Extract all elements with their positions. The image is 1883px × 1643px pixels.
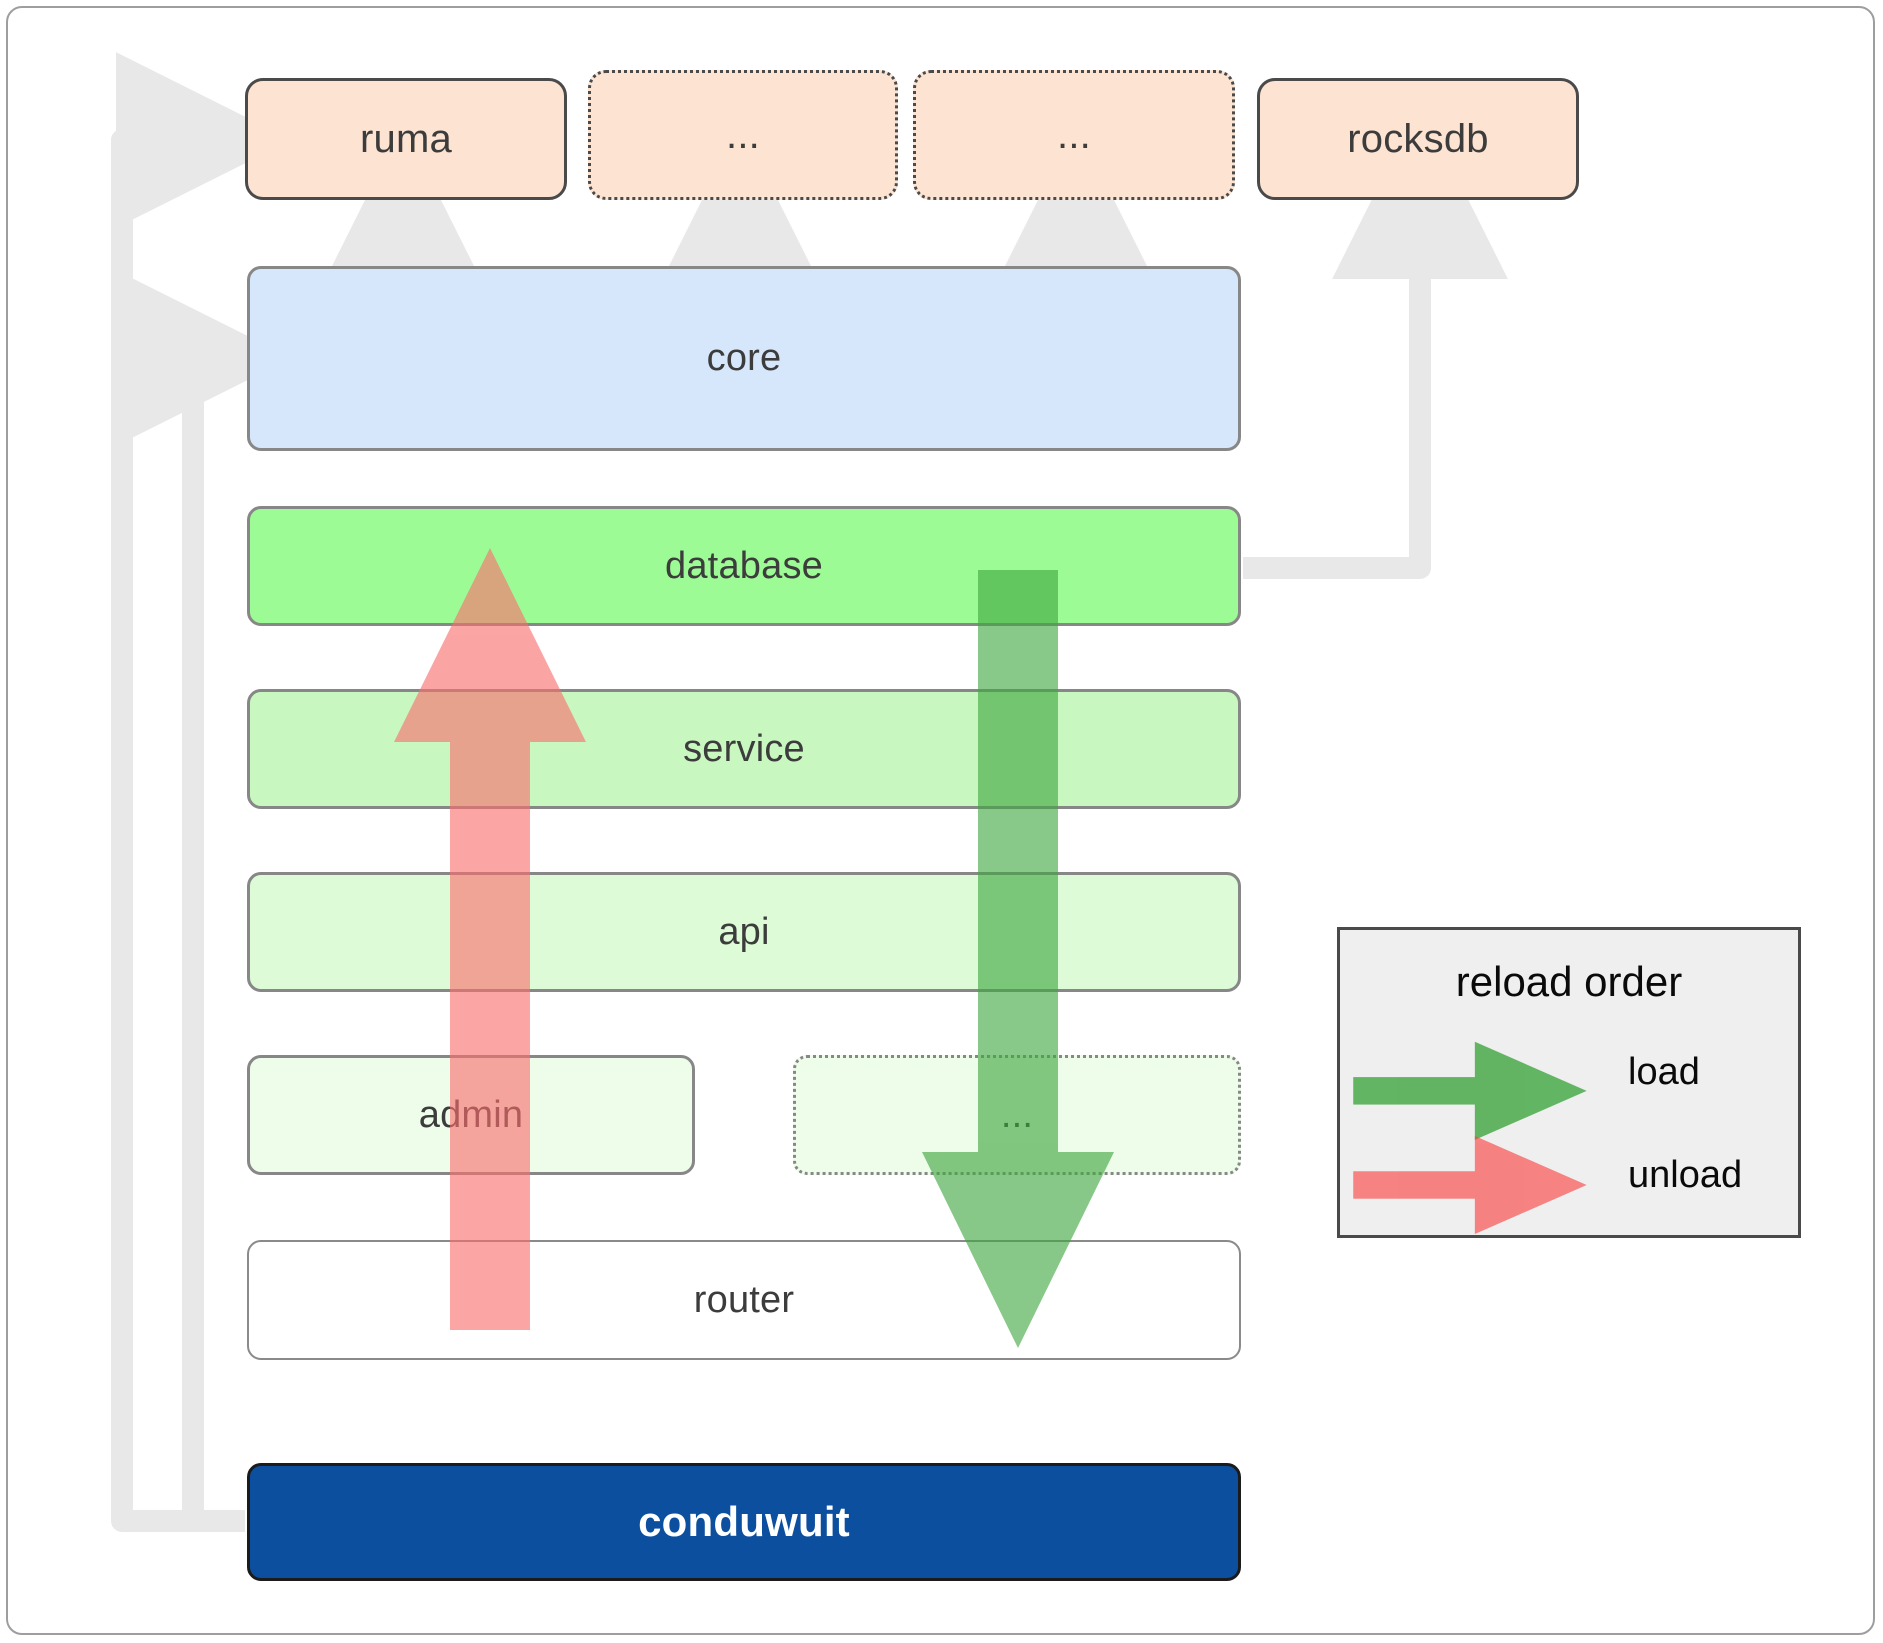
stack-node-database[interactable]: database xyxy=(247,506,1241,626)
dep-node-ruma[interactable]: ruma xyxy=(245,78,567,200)
legend-label-load: load xyxy=(1628,1051,1700,1093)
stack-node-ellipsis-label: ... xyxy=(1000,1093,1034,1136)
stack-node-api-label: api xyxy=(718,910,770,953)
stack-node-admin-label: admin xyxy=(418,1093,524,1136)
legend-row-load: load xyxy=(1340,1045,1798,1125)
stack-node-ellipsis[interactable]: ... xyxy=(793,1055,1241,1175)
dep-node-rocksdb[interactable]: rocksdb xyxy=(1257,78,1579,200)
stack-node-service[interactable]: service xyxy=(247,689,1241,809)
legend-load-arrow xyxy=(1353,1041,1587,1140)
stack-node-core-label: core xyxy=(706,337,782,379)
dep-node-ruma-label: ruma xyxy=(360,116,452,161)
legend-title: reload order xyxy=(1455,958,1683,1005)
dep-node-rocksdb-label: rocksdb xyxy=(1347,116,1489,161)
stack-node-router[interactable]: router xyxy=(247,1240,1241,1360)
application-node-conduwuit-label: conduwuit xyxy=(638,1498,850,1545)
dep-node-ellipsis-2-label: ... xyxy=(1057,112,1091,157)
dep-node-ellipsis-1-label: ... xyxy=(726,112,760,157)
diagram-frame xyxy=(6,6,1875,1635)
stack-node-api[interactable]: api xyxy=(247,872,1241,992)
dep-node-ellipsis-1[interactable]: ... xyxy=(588,70,898,200)
stack-node-service-label: service xyxy=(683,727,805,770)
legend-panel: reload order load unload xyxy=(1337,927,1801,1238)
legend-row-unload: unload xyxy=(1340,1148,1798,1228)
stack-node-admin[interactable]: admin xyxy=(247,1055,695,1175)
stack-node-core[interactable]: core xyxy=(247,266,1241,451)
legend-arrow-graphics xyxy=(1353,1041,1587,1235)
dep-node-ellipsis-2[interactable]: ... xyxy=(913,70,1235,200)
stack-node-router-label: router xyxy=(693,1278,795,1321)
application-node-conduwuit[interactable]: conduwuit xyxy=(247,1463,1241,1581)
legend-unload-arrow xyxy=(1353,1135,1587,1235)
legend-label-unload: unload xyxy=(1628,1154,1743,1196)
stack-node-database-label: database xyxy=(665,544,823,587)
